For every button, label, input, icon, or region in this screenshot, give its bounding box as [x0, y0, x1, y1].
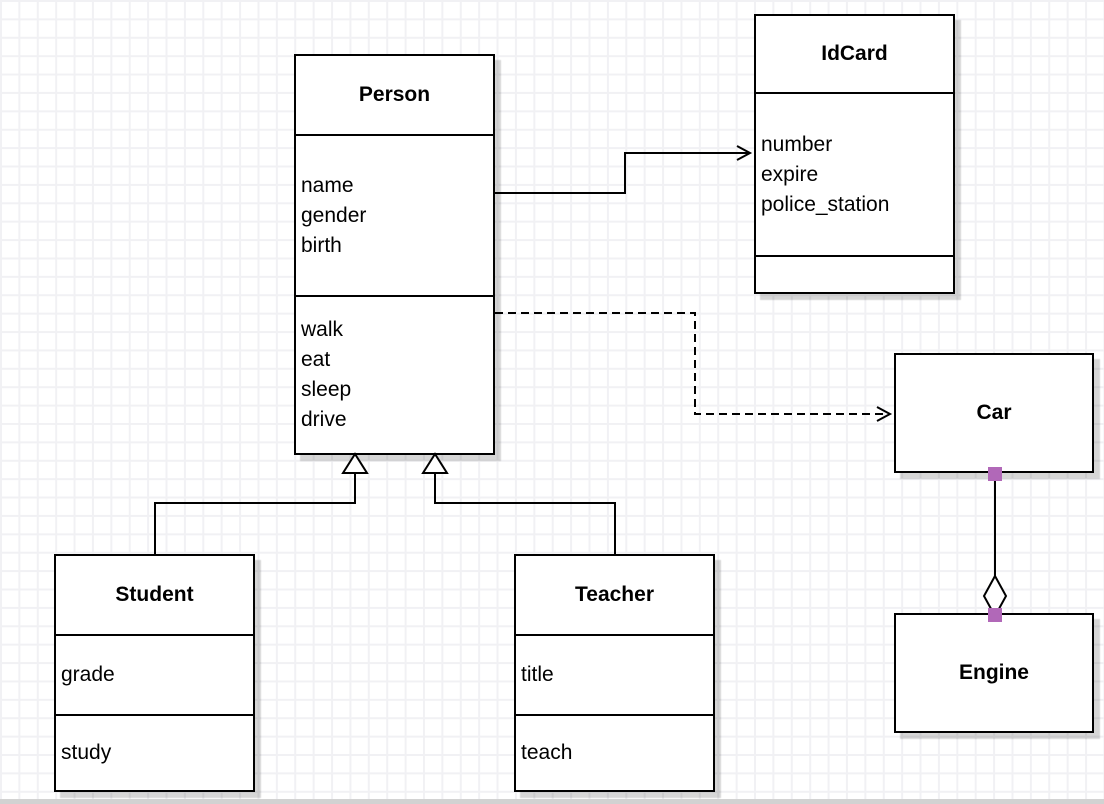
class-method: teach	[521, 741, 573, 764]
connector-aggregation-car-engine[interactable]	[982, 467, 1008, 622]
class-method: study	[61, 741, 112, 764]
class-title-teacher: Teacher	[575, 583, 654, 606]
attributes-section-person: name gender birth	[296, 134, 493, 295]
attributes-section-teacher: title	[516, 634, 713, 714]
class-method: walk	[301, 318, 344, 341]
class-method: drive	[301, 408, 347, 431]
class-method: eat	[301, 348, 331, 371]
connector-dependency-person-car[interactable]	[495, 312, 893, 422]
class-attribute: name	[301, 173, 354, 197]
class-title-student: Student	[115, 583, 194, 606]
canvas-bottom-edge	[0, 799, 1104, 804]
class-title-engine: Engine	[958, 661, 1029, 684]
hollow-triangle-arrow	[341, 452, 369, 474]
class-teacher[interactable]: Teacher title teach	[514, 554, 715, 792]
class-title-idcard: IdCard	[821, 42, 888, 65]
class-attribute: police_station	[761, 192, 890, 216]
class-student[interactable]: Student grade study	[54, 554, 255, 792]
class-title-person: Person	[358, 83, 431, 106]
methods-section-student: study	[56, 714, 253, 790]
hollow-triangle-arrow	[421, 452, 449, 474]
endpoint-marker	[988, 608, 1002, 622]
endpoint-marker	[988, 467, 1002, 481]
attributes-section-idcard: number expire police_station	[756, 92, 953, 255]
methods-section-teacher: teach	[516, 714, 713, 790]
class-attribute: expire	[761, 162, 819, 186]
class-idcard[interactable]: IdCard number expire police_station	[754, 14, 955, 294]
class-car[interactable]: Car	[894, 353, 1094, 473]
class-attribute: title	[521, 663, 554, 686]
methods-section-person: walk eat sleep drive	[296, 295, 493, 453]
class-engine[interactable]: Engine	[894, 613, 1094, 733]
attributes-section-student: grade	[56, 634, 253, 714]
class-attribute: birth	[301, 233, 342, 257]
class-attribute: number	[761, 132, 833, 156]
connector-association-person-idcard[interactable]	[495, 145, 753, 194]
methods-section-idcard	[756, 255, 953, 292]
class-method: sleep	[301, 378, 352, 401]
connector-generalization-teacher-person[interactable]	[421, 452, 616, 554]
class-attribute: grade	[61, 663, 115, 686]
class-attribute: gender	[301, 203, 367, 227]
class-title-car: Car	[976, 401, 1012, 424]
connector-generalization-student-person[interactable]	[154, 452, 369, 554]
class-person[interactable]: Person name gender birth walk eat sleep …	[294, 54, 495, 455]
